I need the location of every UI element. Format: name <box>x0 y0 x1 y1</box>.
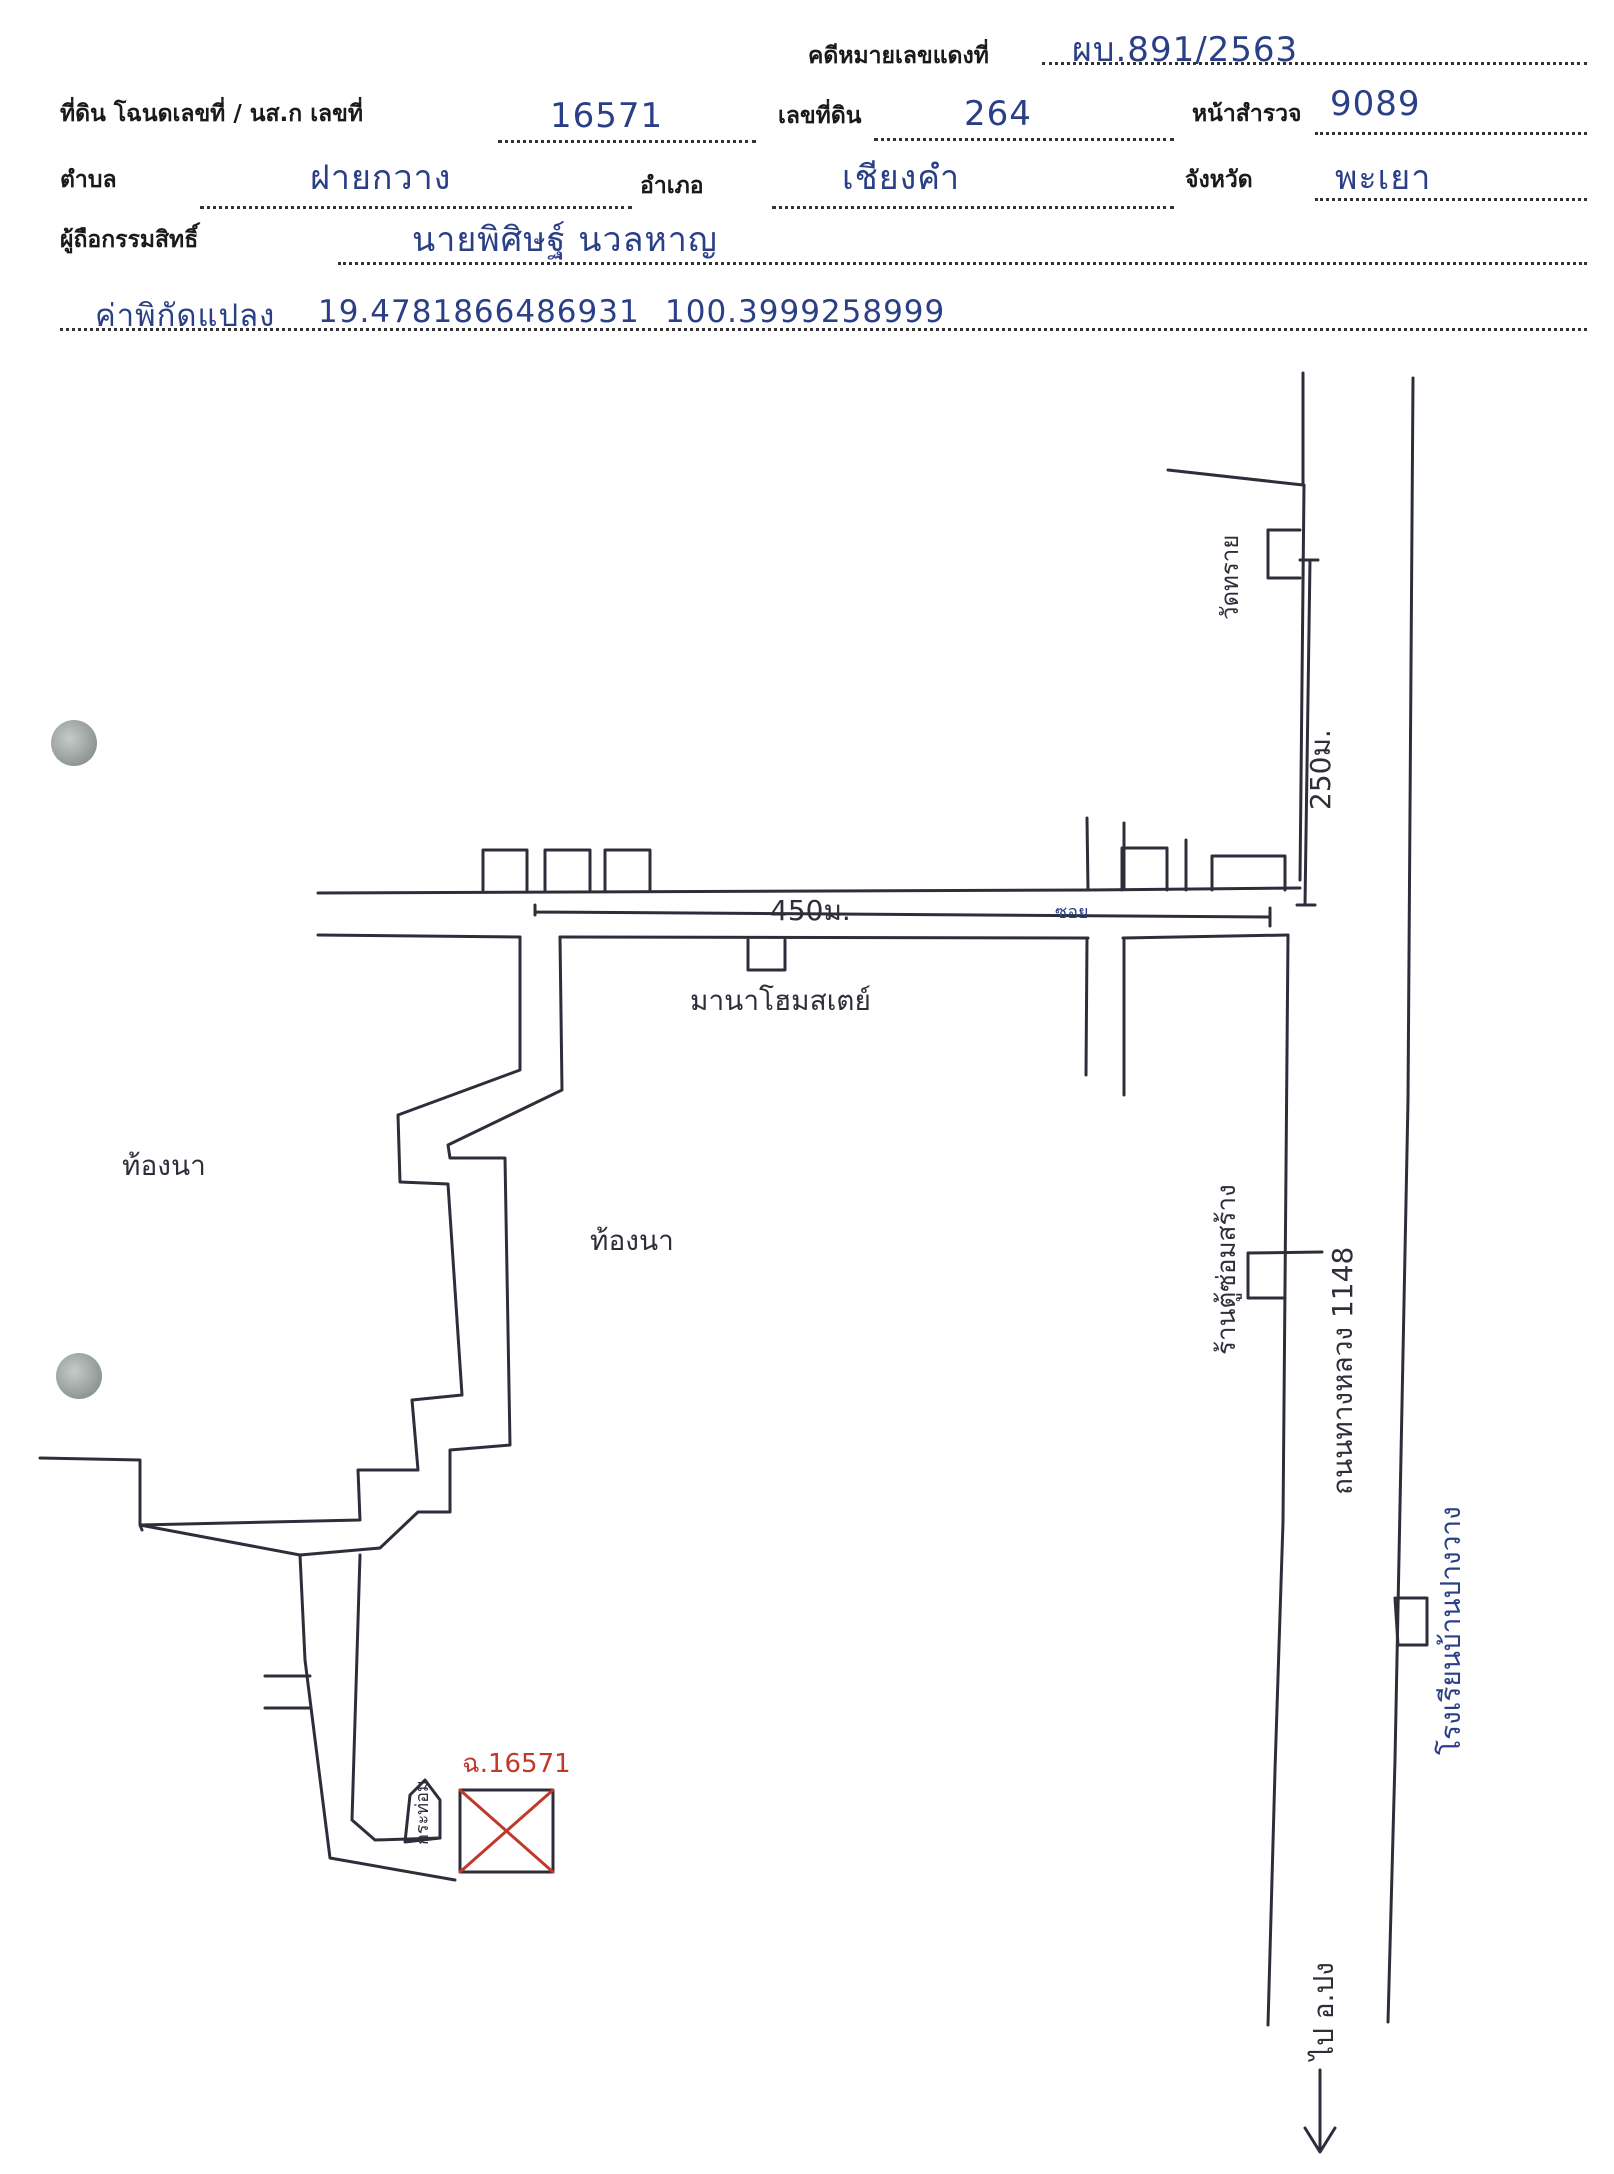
label-450m: 450ม. <box>770 894 851 927</box>
label-school: โรงเรียนบ้านปางวาง <box>1434 1506 1467 1755</box>
punch-hole-top <box>51 720 97 766</box>
label-mana-homestay: มานาโฮมสเตย์ <box>690 984 871 1017</box>
land-number-label: เลขที่ดิน <box>778 103 862 129</box>
owner-line <box>338 262 1587 265</box>
owner-value: นายพิศิษฐ์ นวลหาญ <box>412 220 718 260</box>
survey-page-value: 9089 <box>1330 84 1421 124</box>
highway-1148 <box>1166 371 1415 2027</box>
label-temple: วัดทราย <box>1216 535 1244 620</box>
case-number-line <box>1042 62 1587 65</box>
roadside-houses <box>481 528 1429 1647</box>
case-number-label: คดีหมายเลขแดงที่ <box>808 43 989 69</box>
province-label: จังหวัด <box>1185 167 1253 193</box>
subdistrict-label: ตำบล <box>60 167 117 193</box>
label-plot: ฉ.16571 <box>462 1749 571 1779</box>
label-highway: ถนนทางหลวง 1148 <box>1326 1247 1359 1495</box>
plot-16571 <box>458 1788 555 1874</box>
province-line <box>1315 198 1587 201</box>
district-label: อำเภอ <box>640 173 704 199</box>
owner-label: ผู้ถือกรรมสิทธิ์ <box>60 227 199 253</box>
province-value: พะเยา <box>1335 158 1432 198</box>
winding-lane <box>38 935 564 1882</box>
district-line <box>772 206 1174 209</box>
label-small-road: ซอย <box>1055 902 1089 923</box>
label-field-left: ท้องนา <box>122 1149 206 1182</box>
coords-lat: 19.4781866486931 <box>318 294 640 330</box>
deed-number-line <box>498 140 756 143</box>
subdistrict-line <box>200 206 632 209</box>
distance-markers <box>533 558 1320 928</box>
deed-number-label: ที่ดิน โฉนดเลขที่ / นส.ก เลขที่ <box>60 101 364 127</box>
survey-page-line <box>1315 132 1587 135</box>
label-hut: กระท่อม <box>412 1780 433 1845</box>
district-value: เชียงคำ <box>842 158 961 198</box>
label-field-center: ท้องนา <box>590 1224 674 1257</box>
subdistrict-value: ฝายกวาง <box>310 158 452 198</box>
direction-arrow-icon <box>1303 2068 1337 2154</box>
label-shop: ร้านตู้ซ่อมสร้าง <box>1212 1184 1242 1355</box>
punch-hole-bottom <box>56 1353 102 1399</box>
deed-number-value: 16571 <box>550 96 664 136</box>
land-number-value: 264 <box>964 94 1032 134</box>
coords-line <box>60 328 1587 331</box>
label-direction: ไป อ.ปง <box>1307 1962 1340 2062</box>
cross-street <box>1084 816 1126 1097</box>
coords-lon: 100.3999258999 <box>665 294 946 330</box>
label-250m: 250ม. <box>1304 729 1337 810</box>
hut-shape <box>403 1778 442 1844</box>
land-number-line <box>874 138 1174 141</box>
survey-page-label: หน้าสำรวจ <box>1192 101 1302 127</box>
